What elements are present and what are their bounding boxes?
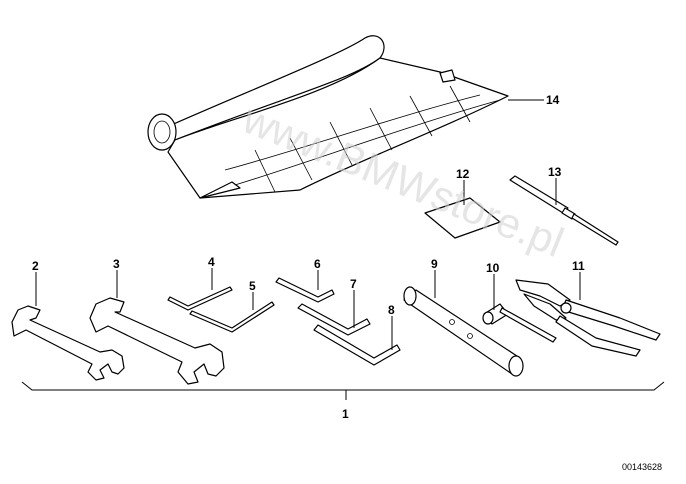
- socket-tool: [482, 303, 557, 343]
- callout-labels: 1 2 3 4 5 6 7 8 9 10 11 12 13 14: [32, 93, 585, 421]
- hex-key-7: [297, 303, 371, 336]
- callout-12: 12: [456, 167, 470, 181]
- callout-6: 6: [314, 257, 321, 271]
- callout-4: 4: [208, 255, 215, 269]
- wrench-large: [89, 297, 225, 385]
- cloth-sheet: [424, 197, 501, 239]
- pliers: [515, 279, 661, 357]
- hex-key-5: [189, 301, 275, 333]
- hex-key-6: [275, 277, 335, 303]
- callout-9: 9: [431, 257, 438, 271]
- tool-roll: [147, 35, 509, 199]
- callout-1: 1: [342, 407, 349, 421]
- callout-14: 14: [546, 93, 560, 107]
- callout-3: 3: [113, 257, 120, 271]
- callout-11: 11: [572, 259, 585, 273]
- callout-2: 2: [32, 259, 39, 273]
- callout-13: 13: [548, 165, 562, 179]
- callout-8: 8: [388, 303, 395, 317]
- group-bracket: [21, 381, 665, 391]
- part-number: 00143628: [622, 462, 662, 472]
- box-spanner: [403, 286, 524, 377]
- callout-5: 5: [249, 279, 256, 293]
- callout-10: 10: [486, 261, 500, 275]
- wrench-small: [11, 305, 125, 381]
- hex-key-4: [167, 286, 233, 311]
- hex-key-8: [313, 324, 401, 366]
- callout-7: 7: [350, 277, 357, 291]
- leader-lines: [35, 99, 581, 350]
- screwdriver: [509, 175, 619, 246]
